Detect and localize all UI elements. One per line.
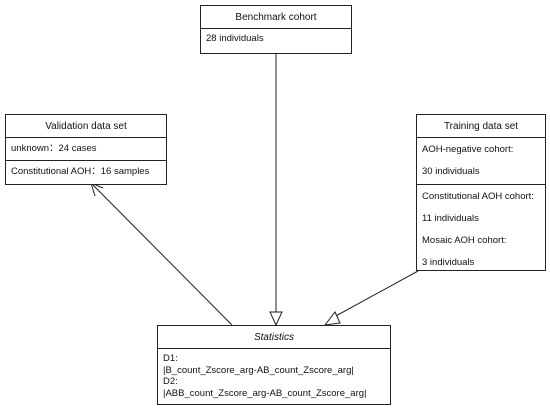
training-data-set-title: Training data set [417, 115, 545, 138]
statistics-box: Statistics D1: |B_count_Zscore_arg-AB_co… [157, 325, 391, 405]
training-negative-label: AOH-negative cohort: [422, 144, 514, 155]
training-section-aoh: Constitutional AOH cohort: 11 individual… [417, 184, 545, 273]
benchmark-cohort-body: 28 individuals [201, 29, 351, 49]
statistics-d2-formula: |ABB_count_Zscore_arg-AB_count_Zscore_ar… [163, 387, 367, 399]
statistics-to-validation-edge [92, 184, 233, 326]
validation-unknown-line: unknown：24 cases [11, 143, 97, 154]
statistics-d1-label: D1: [163, 353, 178, 364]
training-edge-arrowhead [323, 311, 341, 326]
benchmark-cohort-title: Benchmark cohort [201, 6, 351, 29]
validation-section-constitutional: Constitutional AOH：16 samples [6, 160, 166, 182]
validation-data-set-title: Validation data set [6, 115, 166, 138]
training-to-statistics-edge [333, 270, 419, 318]
training-negative-count: 30 individuals [422, 166, 480, 177]
validation-data-set-box: Validation data set unknown：24 cases Con… [5, 114, 167, 185]
training-constitutional-label: Constitutional AOH cohort: [422, 191, 534, 202]
statistics-d2-label: D2: [163, 376, 178, 387]
training-data-set-box: Training data set AOH-negative cohort: 3… [416, 114, 546, 271]
benchmark-edge-arrowhead [269, 311, 283, 327]
training-mosaic-label: Mosaic AOH cohort: [422, 235, 507, 246]
benchmark-count: 28 individuals [206, 33, 264, 44]
statistics-body: D1: |B_count_Zscore_arg-AB_count_Zscore_… [158, 349, 390, 403]
statistics-title: Statistics [158, 326, 390, 349]
training-mosaic-count: 3 individuals [422, 257, 475, 268]
validation-section-unknown: unknown：24 cases [6, 138, 166, 160]
benchmark-cohort-box: Benchmark cohort 28 individuals [200, 5, 352, 54]
validation-constitutional-line: Constitutional AOH：16 samples [11, 166, 150, 177]
training-section-negative: AOH-negative cohort: 30 individuals [417, 138, 545, 184]
training-constitutional-count: 11 individuals [422, 213, 479, 224]
statistics-d1-formula: |B_count_Zscore_arg-AB_count_Zscore_arg| [163, 364, 354, 376]
